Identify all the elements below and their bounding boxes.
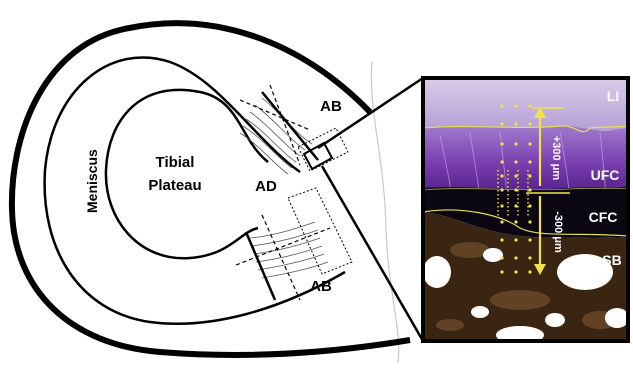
attachment-edge-bottom xyxy=(246,232,275,300)
label-meniscus: Meniscus xyxy=(84,149,100,213)
background-guide-line xyxy=(371,62,398,363)
label-tibial: Tibial xyxy=(156,154,195,171)
meniscus-outer-edge xyxy=(12,23,410,355)
label-ab-bottom: AB xyxy=(310,278,332,295)
label-ab-top: AB xyxy=(320,98,342,115)
label-minus-300: -300 μm xyxy=(552,211,564,253)
callout-line-bottom xyxy=(322,166,423,341)
label-ad: AD xyxy=(255,178,277,195)
label-plus-300: +300 μm xyxy=(550,136,562,181)
zone-li xyxy=(423,78,628,130)
label-plateau: Plateau xyxy=(148,177,201,194)
label-zone-cfc: CFC xyxy=(589,209,618,225)
label-zone-sb: SB xyxy=(602,252,621,268)
label-zone-ufc: UFC xyxy=(591,167,620,183)
tibial-plateau-outline xyxy=(106,90,268,258)
label-zone-li: LI xyxy=(607,88,619,104)
